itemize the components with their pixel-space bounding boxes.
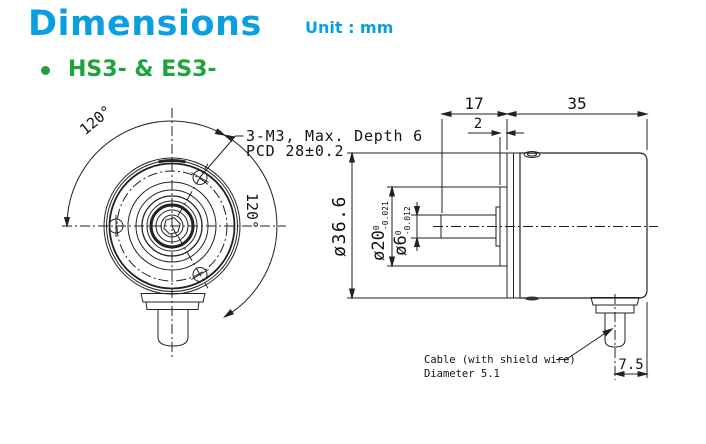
- bullet-icon: [41, 66, 50, 75]
- side-dimension-lines: [348, 110, 649, 378]
- m3-note-line2: PCD 28±0.2: [246, 142, 344, 160]
- dim-label-17: 17: [464, 94, 483, 113]
- front-mounting-holes: [108, 170, 209, 282]
- side-front-plate-inner: [513, 152, 521, 299]
- dim-label-35: 35: [567, 94, 586, 113]
- arrowhead: [222, 308, 235, 318]
- side-cable-gland: [590, 297, 640, 348]
- m3-note-leader: [200, 135, 244, 177]
- front-cable-gland: [140, 293, 206, 347]
- arrowhead: [214, 128, 227, 136]
- dim-label-shaft-dia: ø60-0.012: [391, 206, 412, 256]
- front-angle-arcs: [63, 120, 278, 318]
- m3-note-line1: 3-M3, Max. Depth 6: [246, 127, 423, 145]
- side-extension-lines: [347, 119, 648, 378]
- dim-label-flange-dia: ø200-0.021: [369, 201, 390, 261]
- shaft-tol-lower: -0.012: [403, 206, 412, 235]
- shaft-dia-value: ø6: [391, 235, 411, 255]
- front-view-drawing: [62, 108, 286, 358]
- dim-label-body-dia: ø36.6: [329, 195, 350, 257]
- dim-label-7-5: 7.5: [618, 357, 643, 373]
- flange-tol-lower: -0.021: [381, 201, 390, 230]
- front-centerlines: [62, 108, 286, 358]
- flange-tol-upper: 0: [372, 225, 381, 230]
- shaft-tol-upper: 0: [394, 230, 403, 235]
- unit-label: Unit : mm: [305, 18, 394, 37]
- side-screw-bottom: [525, 296, 539, 301]
- flange-dia-value: ø20: [369, 230, 389, 261]
- angle-label-top: 120°: [76, 102, 115, 139]
- page-title: Dimensions: [28, 4, 262, 44]
- arrowhead: [63, 217, 71, 228]
- side-view-drawing: [347, 110, 658, 380]
- side-front-plate-outer: [506, 152, 514, 299]
- side-body: [519, 152, 648, 299]
- section-heading: HS3- & ES3-: [68, 57, 217, 82]
- side-screw-top: [523, 151, 541, 158]
- cable-note-line1: Cable (with shield wire): [424, 354, 576, 366]
- top-notch-arc: [158, 159, 186, 164]
- cable-note-leader: [556, 328, 614, 360]
- dim-label-2: 2: [474, 116, 482, 132]
- front-shaft-key: [163, 217, 181, 237]
- cable-note-line2: Diameter 5.1: [424, 368, 500, 380]
- side-centerlines: [433, 226, 658, 380]
- angle-label-right: 120°: [243, 193, 261, 229]
